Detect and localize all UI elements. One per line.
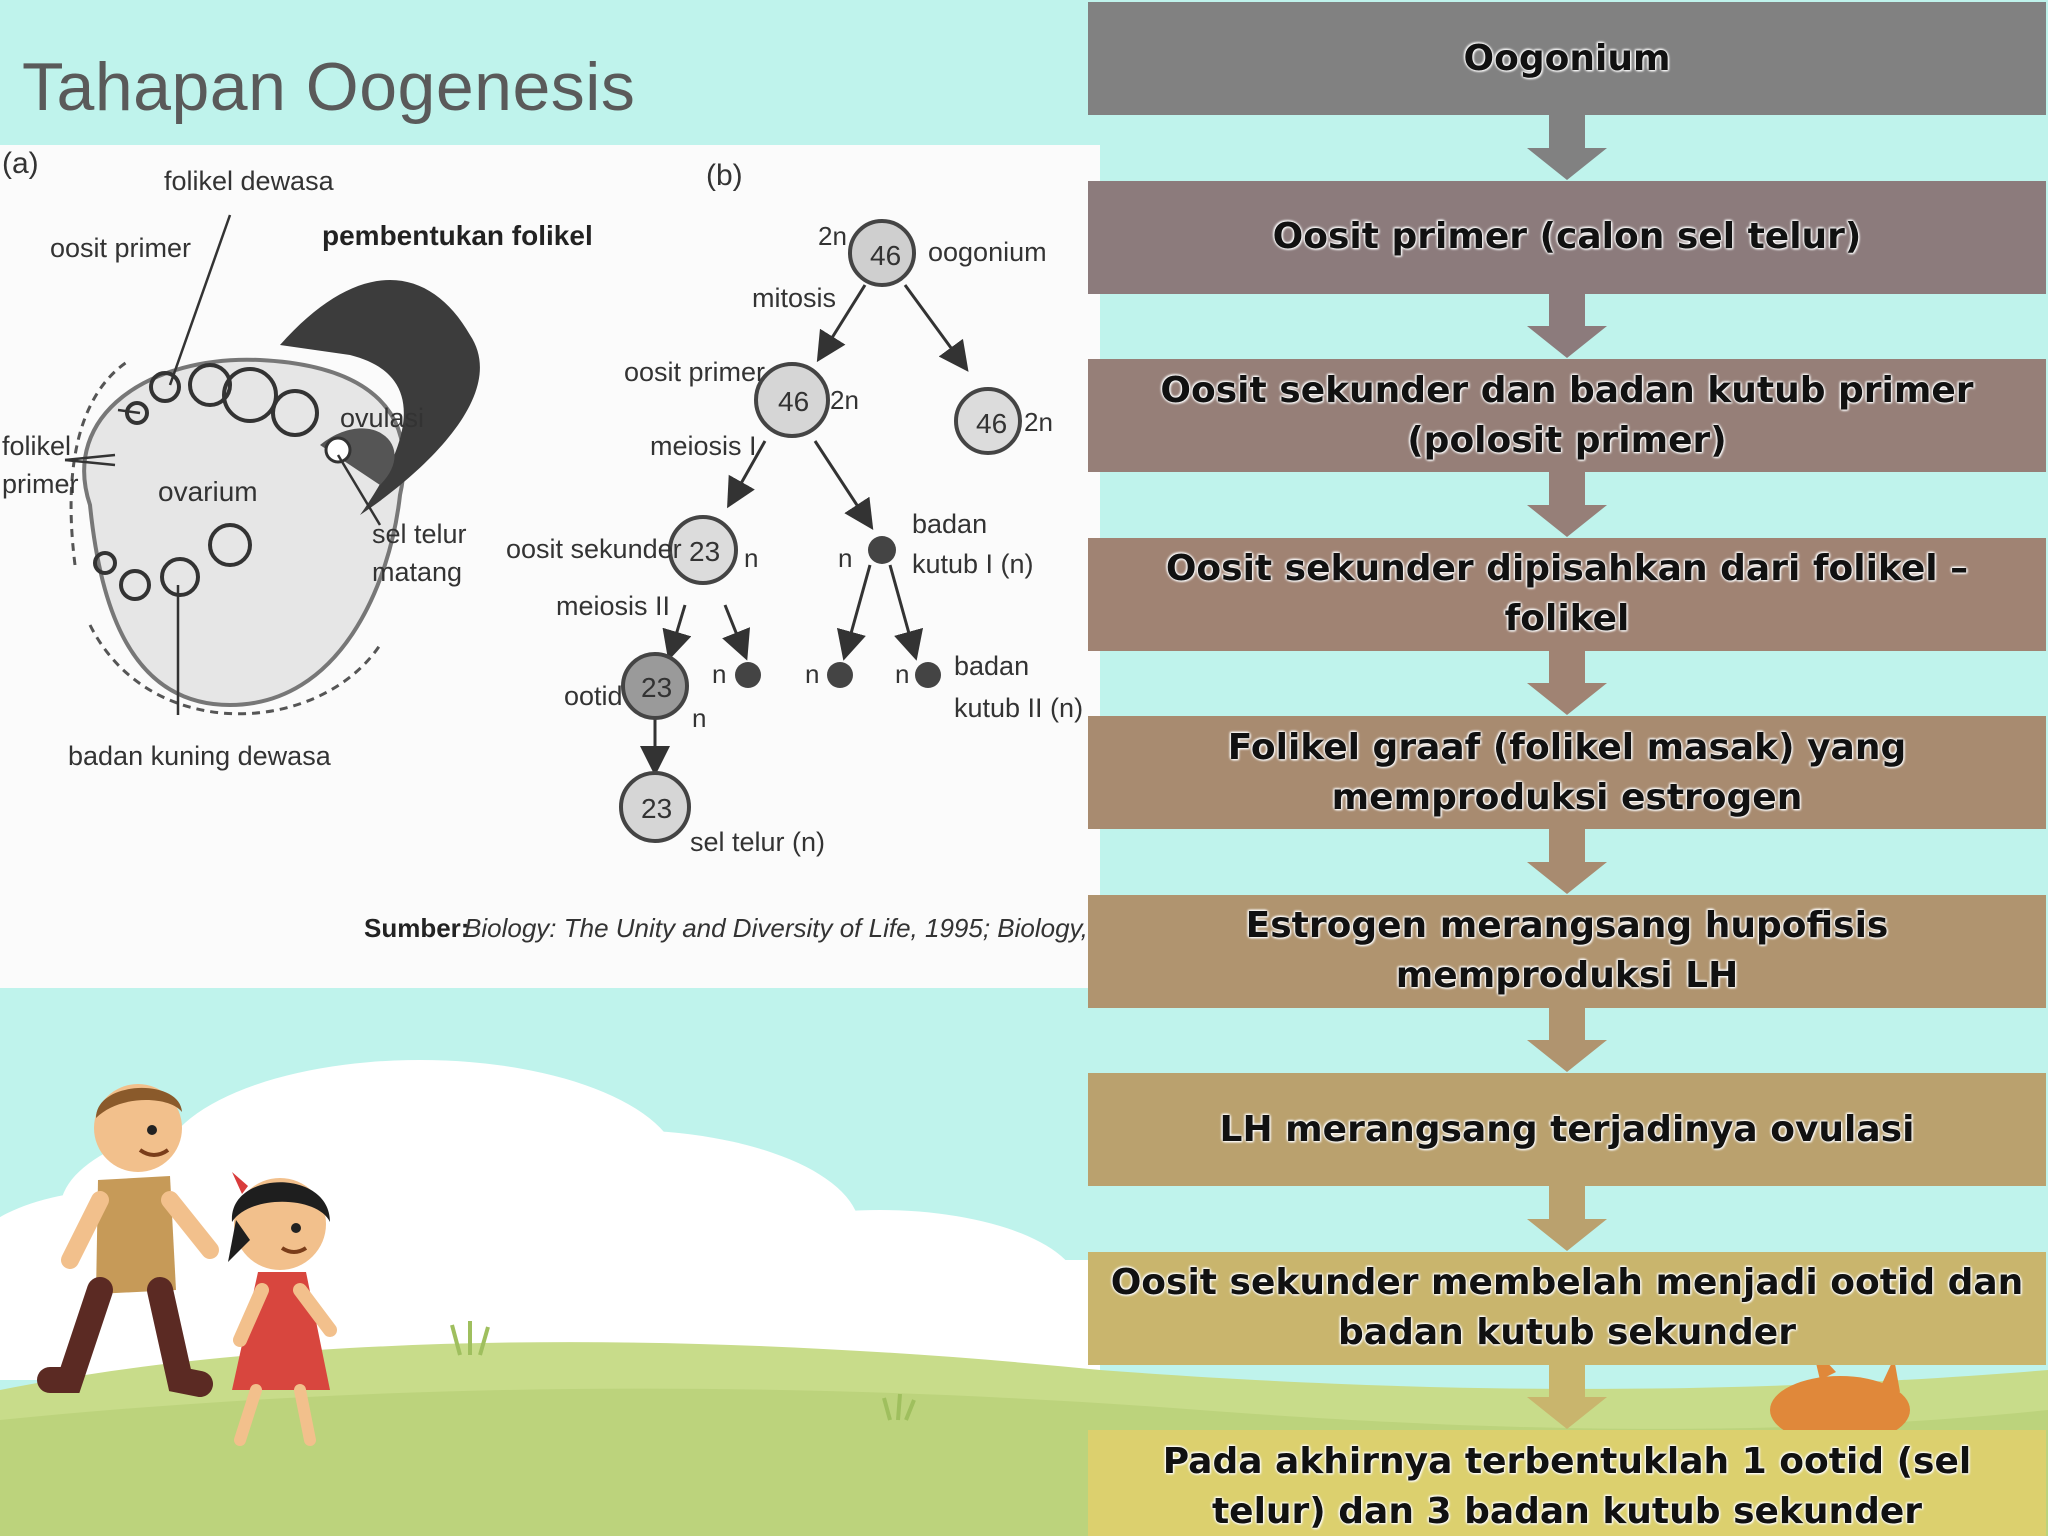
flow-step-5: Folikel graaf (folikel masak) yang mempr… <box>1088 716 2046 829</box>
panel-b-label: (b) <box>706 159 743 192</box>
label-sel-telur-a: sel telur <box>372 519 467 549</box>
label-n-pb2: n <box>805 659 819 689</box>
flow-arrow <box>1549 472 1585 509</box>
label-badan-kuning: badan kuning dewasa <box>68 741 332 771</box>
flow-arrowhead <box>1527 1040 1607 1073</box>
flow-step-2: Oosit primer (calon sel telur) <box>1088 180 2046 294</box>
label-badan-1: badan <box>912 509 987 539</box>
flow-arrow <box>1549 829 1585 866</box>
slide-title: Tahapan Oogenesis <box>22 49 636 125</box>
flow-arrow <box>1549 293 1585 330</box>
diagram-svg: (a) <box>2 147 1100 943</box>
panel-a-label: (a) <box>2 147 39 180</box>
flow-arrowhead <box>1527 1218 1607 1251</box>
label-n-ootid: n <box>692 703 706 733</box>
label-n-sekunder: n <box>744 543 758 573</box>
label-meiosis-1: meiosis I <box>650 431 757 461</box>
label-2n-primer: 2n <box>830 385 859 415</box>
flow-arrowhead <box>1527 1397 1607 1430</box>
flow-arrow <box>1549 115 1585 152</box>
boy-illustration <box>37 1084 219 1397</box>
svg-text:46: 46 <box>778 386 809 417</box>
flow-arrow <box>1549 650 1585 687</box>
polar-body-2 <box>827 662 853 688</box>
label-primer: primer <box>2 469 79 499</box>
label-oosit-primer-a: oosit primer <box>50 233 191 263</box>
label-kutub-1: kutub I (n) <box>912 549 1034 579</box>
oogonium-cell: 46 <box>848 219 916 287</box>
oosit-sekunder-cell: 23 <box>668 515 738 585</box>
flow-arrow <box>1549 1364 1585 1401</box>
label-matang: matang <box>372 557 462 587</box>
label-oosit-primer-b: oosit primer <box>624 357 765 387</box>
svg-text:46: 46 <box>870 240 901 271</box>
flow-step-6: Estrogen merangsang hupofisis memproduks… <box>1088 894 2046 1008</box>
label-sel-telur-b: sel telur (n) <box>690 827 825 857</box>
svg-text:46: 46 <box>976 408 1007 439</box>
label-n-kutub: n <box>838 543 852 573</box>
flow-arrowhead <box>1527 326 1607 359</box>
label-folikel: folikel <box>2 431 71 461</box>
svg-text:23: 23 <box>641 793 672 824</box>
flow-step-7: LH merangsang terjadinya ovulasi <box>1088 1073 2046 1186</box>
label-n-pb3: n <box>895 659 909 689</box>
flow-step-9: Pada akhirnya terbentuklah 1 ootid (sel … <box>1088 1430 2046 1536</box>
polar-body-3 <box>915 662 941 688</box>
label-ovarium: ovarium <box>158 476 258 507</box>
label-folikel-dewasa: folikel dewasa <box>164 166 335 196</box>
sel-telur-cell: 23 <box>619 771 691 843</box>
flow-step-8: Oosit sekunder membelah menjadi ootid da… <box>1088 1251 2046 1365</box>
oosit-primer-cell: 46 <box>754 362 830 438</box>
label-mitosis: mitosis <box>752 283 836 313</box>
label-meiosis-2: meiosis II <box>556 591 670 621</box>
badan-kutub-1-cell <box>868 536 896 564</box>
label-oogonium: oogonium <box>928 237 1047 267</box>
flow-arrow <box>1549 1186 1585 1223</box>
flow-arrowhead <box>1527 504 1607 537</box>
polar-body-1 <box>735 662 761 688</box>
flow-step-4: Oosit sekunder dipisahkan dari folikel –… <box>1088 537 2046 651</box>
oogenesis-diagram: (a) <box>0 145 1100 988</box>
label-n-pb1: n <box>712 659 726 689</box>
girl-illustration <box>228 1172 337 1446</box>
ootid-cell: 23 <box>621 652 689 720</box>
svg-text:23: 23 <box>689 536 720 567</box>
flow-step-3: Oosit sekunder dan badan kutub primer (p… <box>1088 359 2046 472</box>
flow-arrowhead <box>1527 861 1607 894</box>
label-badan-2: badan <box>954 651 1029 681</box>
mitosis-cell: 46 <box>954 387 1022 455</box>
flow-step-1: Oogonium <box>1088 2 2046 115</box>
label-ovulasi: ovulasi <box>340 403 424 433</box>
label-pembentukan-folikel: pembentukan folikel <box>322 220 593 251</box>
label-2n-right: 2n <box>1024 407 1053 437</box>
source-text: Biology: The Unity and Diversity of Life… <box>464 913 1100 943</box>
source-label: Sumber: <box>364 913 469 943</box>
label-oosit-sekunder: oosit sekunder <box>506 534 682 564</box>
label-ootid: ootid <box>564 681 623 711</box>
flow-arrow <box>1549 1007 1585 1044</box>
flow-arrowhead <box>1527 683 1607 716</box>
label-2n-oogonium: 2n <box>818 221 847 251</box>
flow-arrowhead <box>1527 147 1607 180</box>
svg-text:23: 23 <box>641 672 672 703</box>
label-kutub-2: kutub II (n) <box>954 693 1083 723</box>
